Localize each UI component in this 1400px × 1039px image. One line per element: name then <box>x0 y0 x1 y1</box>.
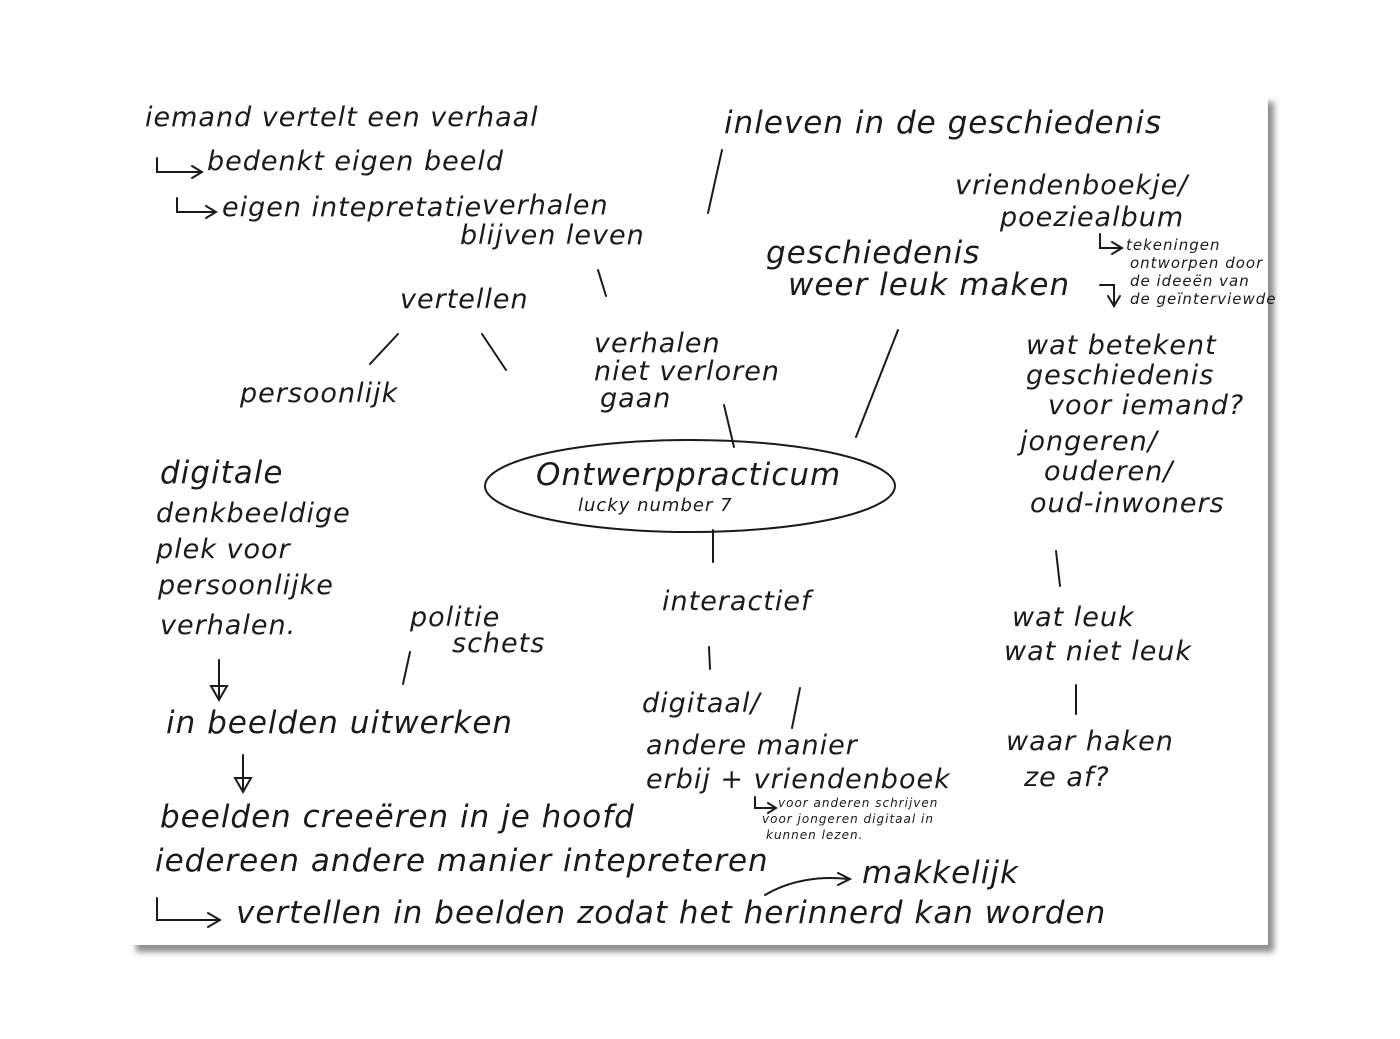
text-iedereen: iedereen andere manier intepreteren <box>155 843 769 879</box>
text-schets: schets <box>452 628 546 659</box>
text-iemand-vertelt: iemand vertelt een verhaal <box>145 102 539 133</box>
text-verhalen-3: verhalen. <box>160 610 297 641</box>
text-voor-anderen: voor anderen schrijven <box>778 796 939 810</box>
text-makkelijk: makkelijk <box>862 855 1019 891</box>
text-geschiedenis-1: geschiedenis <box>766 235 981 271</box>
text-ontworpen-door: ontworpen door <box>1130 254 1264 272</box>
text-ouderen: ouderen/ <box>1044 456 1174 487</box>
text-bedenkt: bedenkt eigen beeld <box>207 146 504 177</box>
text-politie: politie <box>410 602 501 633</box>
text-vertellen-in-beelden: vertellen in beelden zodat het herinnerd… <box>236 895 1107 931</box>
text-poeziealbum: poeziealbum <box>1000 202 1185 233</box>
text-geschiedenis-2: geschiedenis <box>1026 360 1215 391</box>
text-wat-leuk: wat leuk <box>1012 602 1135 633</box>
text-gaan: gaan <box>600 383 672 414</box>
text-jongeren: jongeren/ <box>1020 426 1158 457</box>
text-verhalen-1: verhalen <box>482 190 609 221</box>
text-wat-betekent: wat betekent <box>1026 330 1217 361</box>
text-eigen-interpretatie: eigen intepretatie <box>222 192 483 223</box>
text-denkbeeldige: denkbeeldige <box>156 498 351 529</box>
text-erbij: erbij + vriendenboek <box>646 764 951 795</box>
text-persoonlijke: persoonlijke <box>158 570 334 601</box>
text-oud-inwoners: oud-inwoners <box>1030 488 1225 519</box>
text-voor-iemand: voor iemand? <box>1048 390 1245 421</box>
text-ze-af: ze af? <box>1024 762 1110 793</box>
center-subtitle: lucky number 7 <box>578 495 733 516</box>
text-in-beelden: in beelden uitwerken <box>166 705 514 741</box>
text-plek-voor: plek voor <box>156 534 291 565</box>
text-inleven: inleven in de geschiedenis <box>724 105 1163 141</box>
text-weer-leuk: weer leuk maken <box>788 267 1071 303</box>
text-de-ideeen: de ideeën van <box>1130 272 1250 290</box>
text-interactief: interactief <box>662 586 812 617</box>
text-tekeningen: tekeningen <box>1126 236 1221 254</box>
text-waar-haken: waar haken <box>1006 726 1174 757</box>
text-digitale: digitale <box>160 455 284 491</box>
text-beelden-creeeren: beelden creeëren in je hoofd <box>160 799 635 835</box>
center-title: Ontwerppracticum <box>536 457 842 493</box>
text-voor-jongeren: voor jongeren digitaal in <box>762 812 934 826</box>
text-persoonlijk: persoonlijk <box>240 378 399 409</box>
text-wat-niet-leuk: wat niet leuk <box>1004 636 1193 667</box>
text-kunnen-lezen: kunnen lezen. <box>766 828 864 842</box>
text-geinterviewde: de geïnterviewde <box>1130 290 1277 308</box>
text-niet-verloren: niet verloren <box>594 356 780 387</box>
text-vertellen: vertellen <box>400 284 529 315</box>
text-verhalen-2: verhalen <box>594 328 721 359</box>
text-andere-manier: andere manier <box>646 730 858 761</box>
text-vriendenboekje: vriendenboekje/ <box>955 170 1189 201</box>
text-digitaal: digitaal/ <box>642 688 761 719</box>
text-blijven-leven: blijven leven <box>460 220 645 251</box>
